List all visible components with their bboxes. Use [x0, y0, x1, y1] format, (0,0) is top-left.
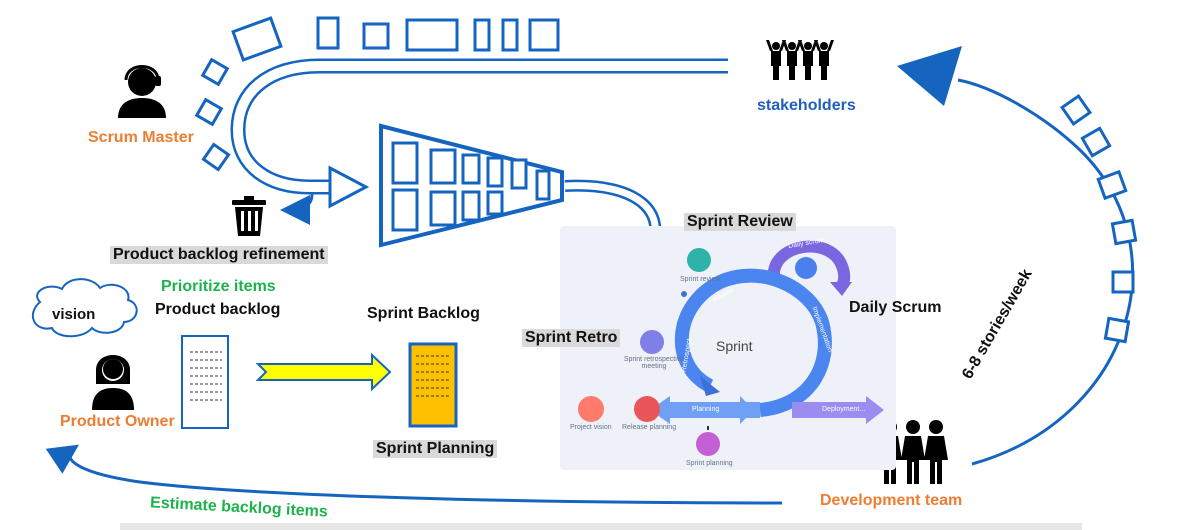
- delivery-arrow: [957, 78, 1135, 466]
- funnel-icon: [379, 123, 564, 248]
- sprint-backlog-label: Sprint Backlog: [367, 305, 480, 322]
- crowd-icon: [766, 40, 834, 80]
- product-backlog-refinement-label: Product backlog refinement: [110, 246, 328, 264]
- scrum-master-label: Scrum Master: [88, 129, 194, 146]
- delivery-arrowhead: [897, 46, 962, 106]
- sprint-cycle-panel: Sprint Review Implementation Retrospect …: [560, 226, 896, 470]
- planning-arrow: [255, 352, 392, 392]
- sprint-retrospective-small-label: Sprint retrospective meeting: [623, 356, 685, 370]
- stakeholder-feedback-arrow: [230, 58, 728, 209]
- sprint-cycle-graphic: [578, 240, 884, 456]
- project-vision-label: Project vision: [570, 424, 612, 431]
- vision-label: vision: [52, 306, 96, 323]
- sprint-retro-label: Sprint Retro: [522, 329, 621, 347]
- deployment-label: Deployment...: [822, 406, 866, 413]
- development-team-label: Development team: [820, 492, 963, 509]
- document-icon: [181, 335, 229, 429]
- sprint-planning-label: Sprint Planning: [373, 440, 498, 458]
- flying-cards-top: [194, 16, 560, 172]
- release-planning-label: Release planning: [622, 424, 677, 431]
- sprint-review-small-label: Sprint review: [680, 276, 721, 283]
- daily-scrum-label: Daily Scrum: [849, 299, 942, 316]
- product-backlog-label: Product backlog: [155, 301, 281, 318]
- sprint-review-label: Sprint Review: [684, 213, 796, 231]
- sprint-backlog-board: [408, 342, 458, 428]
- prioritize-items-label: Prioritize items: [161, 278, 276, 295]
- sprint-planning-small-label: Sprint planning: [686, 460, 733, 467]
- product-owner-label: Product Owner: [60, 413, 175, 430]
- discard-arrow: [280, 193, 314, 225]
- estimate-return-arrow: [45, 444, 783, 505]
- planning-label: Planning: [692, 406, 720, 413]
- bottom-shadow: [120, 523, 1082, 530]
- trash-icon: [232, 196, 266, 236]
- headset-person-icon: [118, 65, 166, 118]
- flying-cards-right: [1059, 93, 1138, 344]
- stakeholders-label: stakeholders: [757, 97, 856, 114]
- cloud-icon: [31, 278, 138, 338]
- woman-person-icon: [92, 355, 134, 410]
- sprint-center-label: Sprint: [716, 338, 753, 354]
